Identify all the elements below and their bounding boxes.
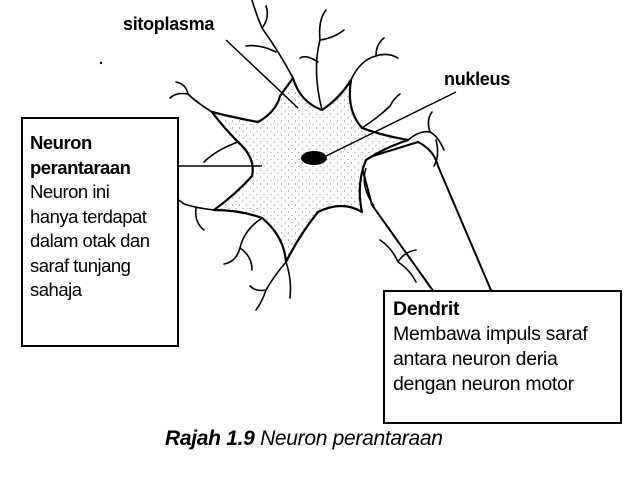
nucleus — [301, 151, 327, 165]
cytoplasm-pointer — [225, 39, 299, 109]
pointer-lines — [179, 39, 457, 167]
axon — [358, 140, 495, 296]
interneuron-title: Neuron perantaraan — [30, 132, 131, 178]
interneuron-box: Neuron perantaraan Neuron ini hanya terd… — [21, 117, 179, 347]
axon-inner-edge — [363, 167, 375, 207]
dendrites — [169, 0, 445, 311]
nucleus-label: nukleus — [444, 69, 510, 89]
figure-caption: Rajah 1.9 Neuron perantaraan — [165, 427, 443, 451]
cell-body — [210, 76, 410, 264]
cytoplasm-label: sitoplasma — [123, 14, 215, 34]
caption-text: Neuron perantaraan — [260, 427, 443, 450]
stray-dot — [99, 61, 103, 65]
dendrite-title: Dendrit — [393, 298, 460, 320]
caption-number: Rajah 1.9 — [165, 427, 255, 450]
dendrite-description: Membawa impuls saraf antara neuron deria… — [393, 323, 588, 395]
interneuron-description: Neuron ini hanya terdapat dalam otak dan… — [30, 181, 150, 300]
nucleus-pointer — [321, 91, 457, 159]
dendrite-box: Dendrit Membawa impuls saraf antara neur… — [383, 290, 622, 424]
